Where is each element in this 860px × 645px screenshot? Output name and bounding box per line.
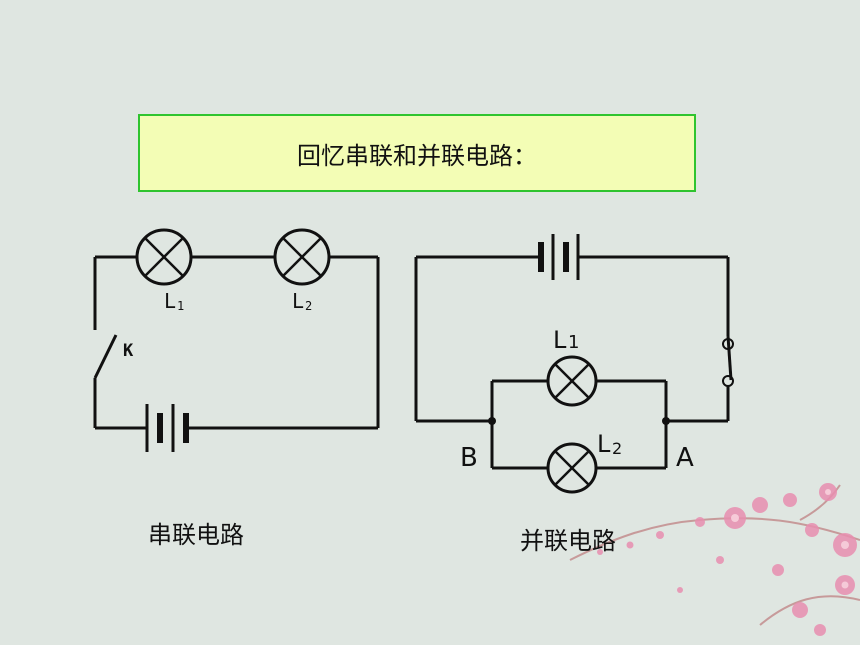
series-lamp-1-sub: 1 <box>177 299 184 313</box>
series-lamp-2 <box>273 228 331 286</box>
series-circuit <box>93 228 380 452</box>
parallel-battery <box>538 234 580 280</box>
series-battery <box>145 404 189 452</box>
series-switch-label: K <box>123 341 134 361</box>
parallel-lamp-1-sub: 1 <box>568 332 579 353</box>
parallel-lamp-2 <box>546 442 598 494</box>
series-lamp-2-label: L <box>292 289 304 313</box>
blossom-decoration <box>569 483 860 636</box>
series-lamp-2-sub: 2 <box>305 299 312 313</box>
parallel-lamp-2-sub: 2 <box>612 439 622 458</box>
series-labels: L 1 L 2 K <box>123 289 312 361</box>
parallel-nodes <box>488 417 670 425</box>
series-lamp-1-label: L <box>164 289 176 313</box>
parallel-lamp-1 <box>546 355 598 407</box>
title-box: 回忆串联和并联电路： <box>138 114 696 192</box>
series-circuit-caption: 串联电路 <box>148 521 244 549</box>
parallel-circuit-caption: 并联电路 <box>520 527 616 555</box>
series-lamp-1 <box>135 228 193 286</box>
parallel-switch-contact-bottom <box>722 375 734 387</box>
parallel-circuit <box>414 234 734 494</box>
page-title: 回忆串联和并联电路： <box>297 141 537 170</box>
parallel-labels: L 1 L 2 B A <box>460 326 694 473</box>
parallel-node-a-label: A <box>676 443 694 473</box>
parallel-switch-contact-top <box>722 338 734 350</box>
parallel-lamp-1-label: L <box>553 326 567 354</box>
series-switch-blade <box>93 334 118 379</box>
parallel-node-b-label: B <box>460 443 478 473</box>
parallel-node-a-dot <box>662 417 670 425</box>
parallel-lamp-2-label: L <box>597 430 611 458</box>
parallel-node-b-dot <box>488 417 496 425</box>
parallel-switch-blade <box>726 335 733 381</box>
